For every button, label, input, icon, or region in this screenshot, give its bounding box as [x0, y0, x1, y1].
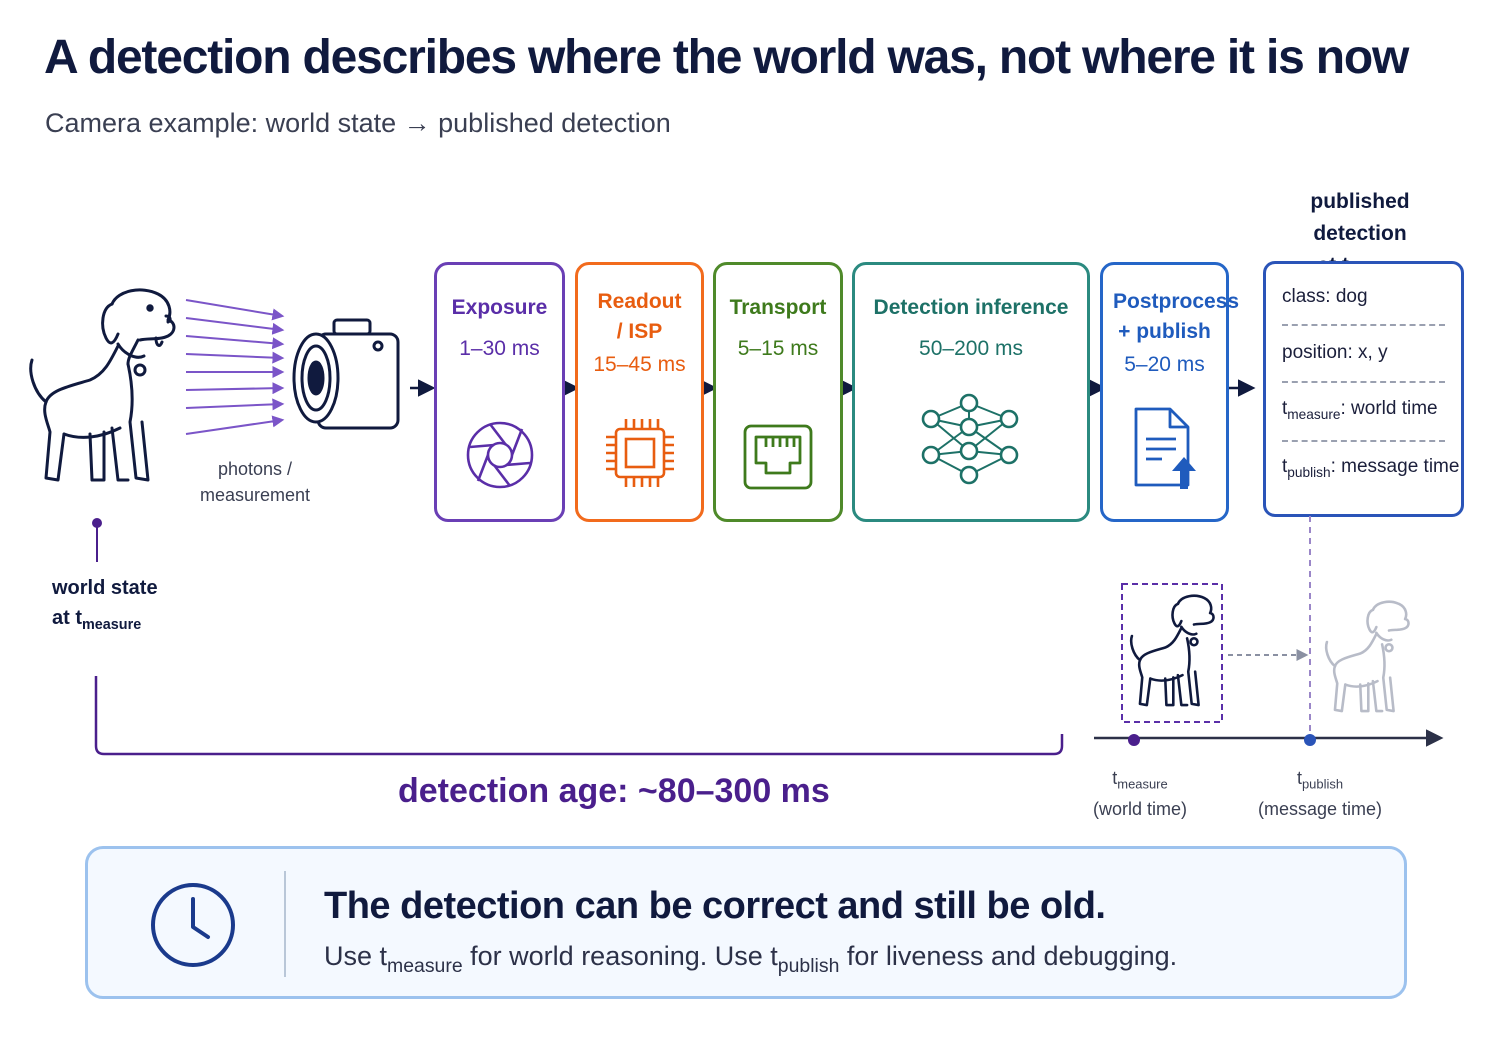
callout-body: Use tmeasure for world reasoning. Use tp…: [324, 941, 1178, 977]
chip-icon: [605, 419, 674, 487]
field-t-measure: tmeasure: world time: [1282, 398, 1438, 422]
stage-postprocess-publish: Postprocess + publish 5–20 ms: [1100, 262, 1240, 522]
stage-exposure: Exposure 1–30 ms: [434, 262, 565, 522]
timeline-diagram: [1094, 516, 1444, 747]
takeaway-callout: The detection can be correct and still b…: [85, 846, 1407, 999]
photons-label: photons / measurement: [199, 459, 311, 505]
ethernet-port-icon: [743, 424, 813, 490]
callout-title: The detection can be correct and still b…: [324, 885, 1106, 927]
published-detection-card: class: dog position: x, y tmeasure: worl…: [1263, 261, 1464, 517]
field-position: position: x, y: [1282, 342, 1388, 363]
photon-rays: [185, 299, 285, 435]
dog-icon: [29, 288, 176, 482]
stage-name: Detection inference: [873, 296, 1069, 319]
page-subtitle: Camera example: world state → published …: [45, 108, 671, 138]
world-state-label: world state at tmeasure: [52, 577, 158, 634]
camera-icon: [292, 318, 400, 430]
dog-now-ghost-icon: [1324, 600, 1410, 713]
page-title: A detection describes where the world wa…: [44, 31, 1409, 84]
neural-network-icon: [921, 393, 1019, 485]
divider: [1282, 324, 1445, 326]
aperture-icon: [466, 421, 533, 489]
stage-name: Readout / ISP: [597, 290, 682, 343]
stage-name: Postprocess + publish: [1113, 290, 1240, 343]
stage-duration: 50–200 ms: [919, 337, 1023, 360]
heading-title: published detection: [1310, 190, 1410, 245]
stage-name: Exposure: [451, 296, 548, 319]
stage-readout-isp: Readout / ISP 15–45 ms: [575, 262, 704, 522]
stage-duration: 15–45 ms: [593, 353, 686, 376]
stage-transport: Transport 5–15 ms: [713, 262, 843, 522]
dog-at-measure-icon: [1129, 594, 1215, 707]
detection-age-bracket: [94, 676, 1064, 756]
stage-duration: 5–20 ms: [1124, 353, 1205, 376]
detection-age-label: detection age: ~80–300 ms: [398, 772, 830, 810]
document-upload-icon: [1134, 407, 1196, 489]
clock-icon: [151, 883, 235, 967]
timeline-publish-label: tpublish (message time): [1257, 768, 1383, 819]
field-t-publish: tpublish: message time: [1282, 456, 1460, 480]
divider: [284, 871, 286, 977]
stage-detection-inference: Detection inference 50–200 ms: [852, 262, 1090, 522]
timeline-measure-label: tmeasure (world time): [1092, 768, 1187, 819]
stage-duration: 5–15 ms: [737, 337, 819, 360]
world-state-marker: [92, 518, 102, 562]
divider: [1282, 381, 1445, 383]
stage-name: Transport: [729, 296, 827, 319]
stage-duration: 1–30 ms: [459, 337, 540, 360]
field-class: class: dog: [1282, 286, 1368, 307]
divider: [1282, 440, 1445, 442]
